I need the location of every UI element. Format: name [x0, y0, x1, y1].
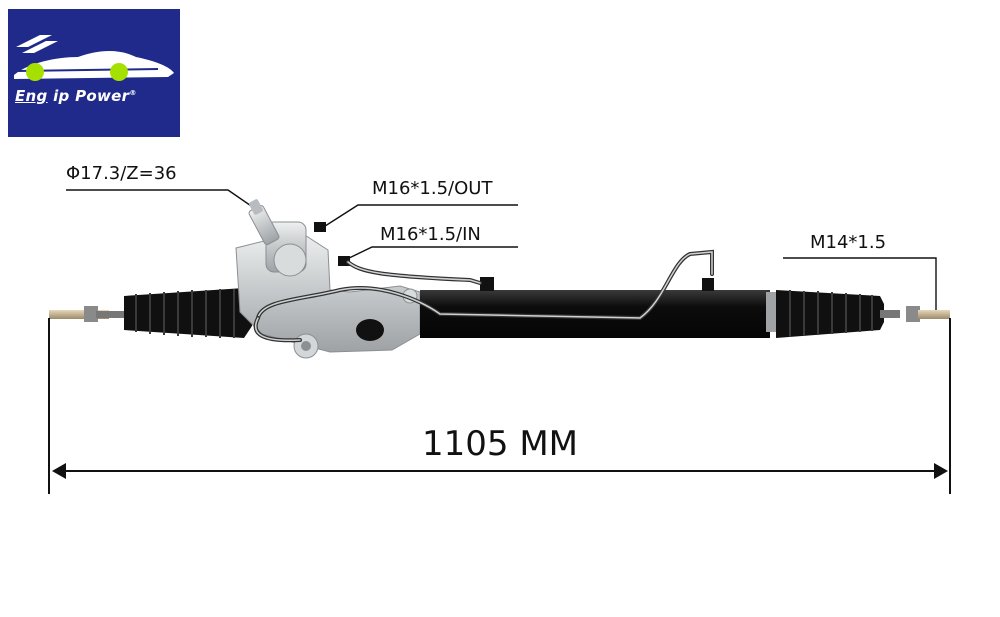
arrow-right-icon [934, 463, 948, 479]
left-tie-rod [49, 306, 128, 322]
pinion-spec-label: Φ17.3/Z=36 [66, 163, 177, 184]
brand-name-rest: ip Power [47, 87, 130, 105]
leader-lines [66, 189, 937, 310]
brand-name-first: Eng [15, 87, 48, 105]
tie-rod-leader [783, 257, 937, 310]
right-boot-clamp [766, 292, 778, 332]
right-tie-rod [880, 306, 950, 322]
mount-bracket [480, 277, 494, 291]
right-bellows-boot [776, 290, 884, 338]
in-port-leader [344, 246, 518, 261]
dimension-line [48, 318, 951, 494]
brand-name: Eng ip Power® [15, 87, 175, 105]
out-port-leader [321, 204, 518, 229]
left-bellows-boot [124, 288, 252, 338]
out-port-label: M16*1.5/OUT [372, 178, 493, 199]
overall-length-label: 1105 MM [421, 424, 578, 464]
registered-mark: ® [129, 89, 137, 97]
pinion-leader [66, 189, 258, 211]
hydraulic-lines [253, 249, 714, 343]
pinion-shaft [248, 199, 280, 245]
in-port-fitting [338, 256, 350, 266]
out-port-fitting [314, 222, 326, 232]
in-port-label: M16*1.5/IN [380, 224, 481, 245]
line-clip [702, 278, 714, 291]
brand-logo [8, 9, 180, 137]
car-logo-icon [14, 35, 174, 81]
tie-rod-thread-label: M14*1.5 [810, 232, 887, 253]
arrow-left-icon [52, 463, 66, 479]
